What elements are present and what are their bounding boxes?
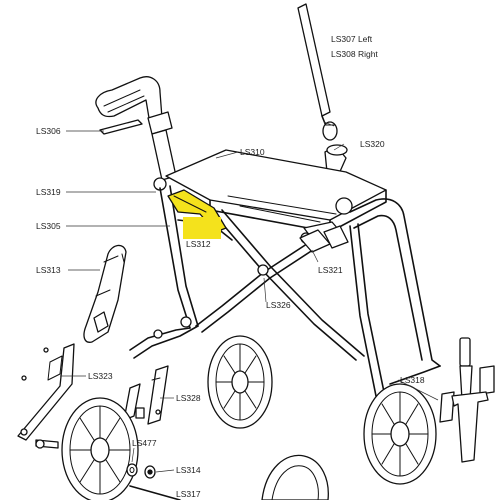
label-ls323: LS323	[88, 371, 113, 381]
brake-block-part	[123, 365, 169, 425]
label-ls320: LS320	[360, 139, 385, 149]
label-ls310: LS310	[240, 147, 265, 157]
label-ls326: LS326	[266, 300, 291, 310]
ls312-label-highlight	[183, 217, 221, 239]
bottom-wheel-part	[261, 454, 329, 500]
label-ls308: LS308 Right	[331, 49, 378, 59]
clamp-part	[299, 225, 349, 253]
left-frame-part	[129, 185, 233, 359]
highlighted-ls312-part	[167, 189, 227, 239]
label-ls477: LS477	[132, 438, 157, 448]
label-ls312: LS312	[186, 239, 211, 249]
handle-part	[95, 76, 177, 191]
axle-hardware-part	[35, 439, 181, 500]
label-ls305: LS305	[36, 221, 61, 231]
label-ls313: LS313	[36, 265, 61, 275]
label-ls319: LS319	[36, 187, 61, 197]
brake-cable-part	[297, 3, 338, 141]
middle-wheel-part	[207, 335, 273, 429]
label-ls306: LS306	[36, 126, 61, 136]
right-wheel-part	[363, 383, 437, 485]
fork-part	[439, 337, 495, 463]
label-ls318: LS318	[400, 375, 425, 385]
leader-lines	[60, 121, 439, 473]
label-ls307: LS307 Left	[331, 34, 373, 44]
front-wheel-part	[61, 397, 139, 500]
label-ls321: LS321	[318, 265, 343, 275]
label-ls317: LS317	[176, 489, 201, 499]
bracket-part	[17, 343, 75, 441]
right-frame-part	[300, 198, 441, 397]
label-ls328: LS328	[176, 393, 201, 403]
label-ls314: LS314	[176, 465, 201, 475]
part-labels: LS307 Left LS308 Right LS320 LS306 LS310…	[36, 34, 425, 499]
brake-lever-part	[83, 244, 127, 343]
